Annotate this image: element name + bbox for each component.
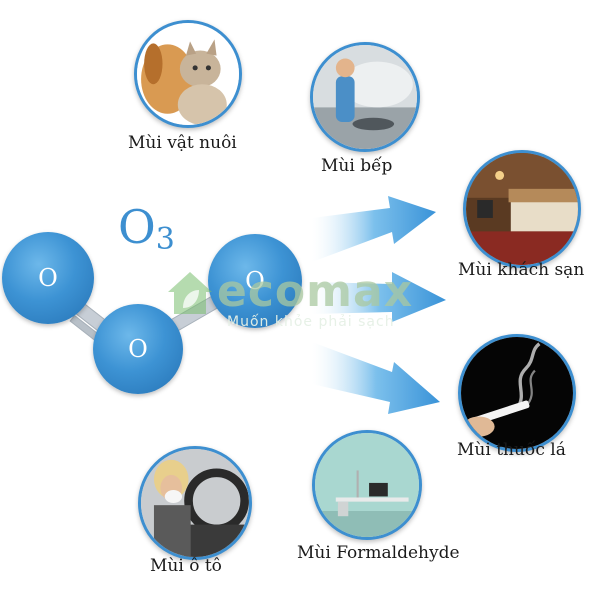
arrow-down (312, 342, 440, 414)
label-car: Mùi ô tô (150, 556, 222, 576)
brand-watermark: ecomax Muốn khỏe phải sạch (165, 266, 425, 332)
office-illustration (315, 433, 419, 537)
oxygen-atom-left: O (2, 232, 94, 324)
label-pets: Mùi vật nuôi (128, 133, 237, 153)
label-cigarette: Mùi thuốc lá (457, 440, 566, 460)
label-hotel: Mùi khách sạn (458, 260, 585, 280)
car-image (138, 446, 252, 560)
car-illustration (141, 449, 249, 557)
oxygen-atom-right: O (208, 234, 302, 328)
hotel-image (463, 150, 581, 268)
kitchen-illustration (313, 45, 417, 149)
cigarette-image (458, 334, 576, 452)
arrow-up (312, 196, 436, 262)
ozone-formula: O3 (118, 200, 175, 257)
cigarette-illustration (461, 337, 573, 449)
pets-image (134, 20, 242, 128)
hotel-illustration (466, 153, 578, 265)
label-kitchen: Mùi bếp (321, 156, 393, 176)
kitchen-image (310, 42, 420, 152)
watermark-brand: ecomax (217, 266, 414, 317)
label-formaldehyde: Mùi Formaldehyde (297, 543, 460, 563)
pets-illustration (137, 23, 239, 125)
house-leaf-icon (168, 272, 212, 314)
office-image (312, 430, 422, 540)
watermark-slogan: Muốn khỏe phải sạch (227, 314, 395, 330)
arrow-middle (312, 272, 446, 322)
oxygen-atom-center: O (93, 304, 183, 394)
